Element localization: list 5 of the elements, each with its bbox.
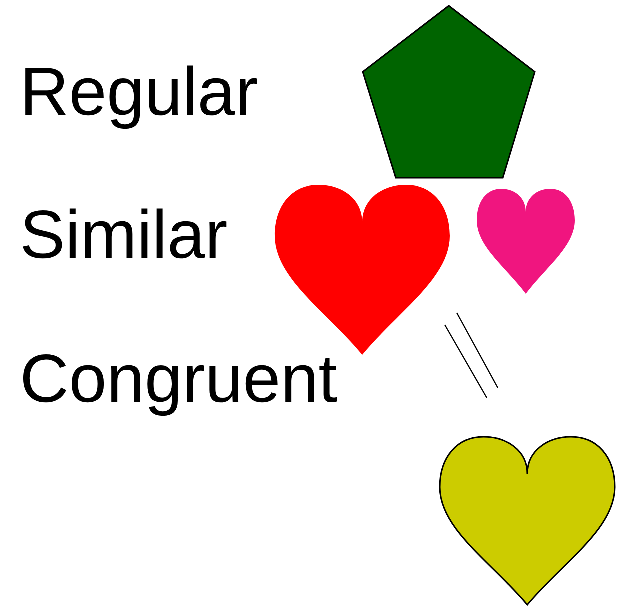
pentagon-shape (362, 5, 536, 179)
heart-shape (477, 189, 575, 294)
term-label: Similar (20, 201, 228, 269)
heart-shape (275, 185, 450, 355)
heart-shape (439, 436, 616, 606)
